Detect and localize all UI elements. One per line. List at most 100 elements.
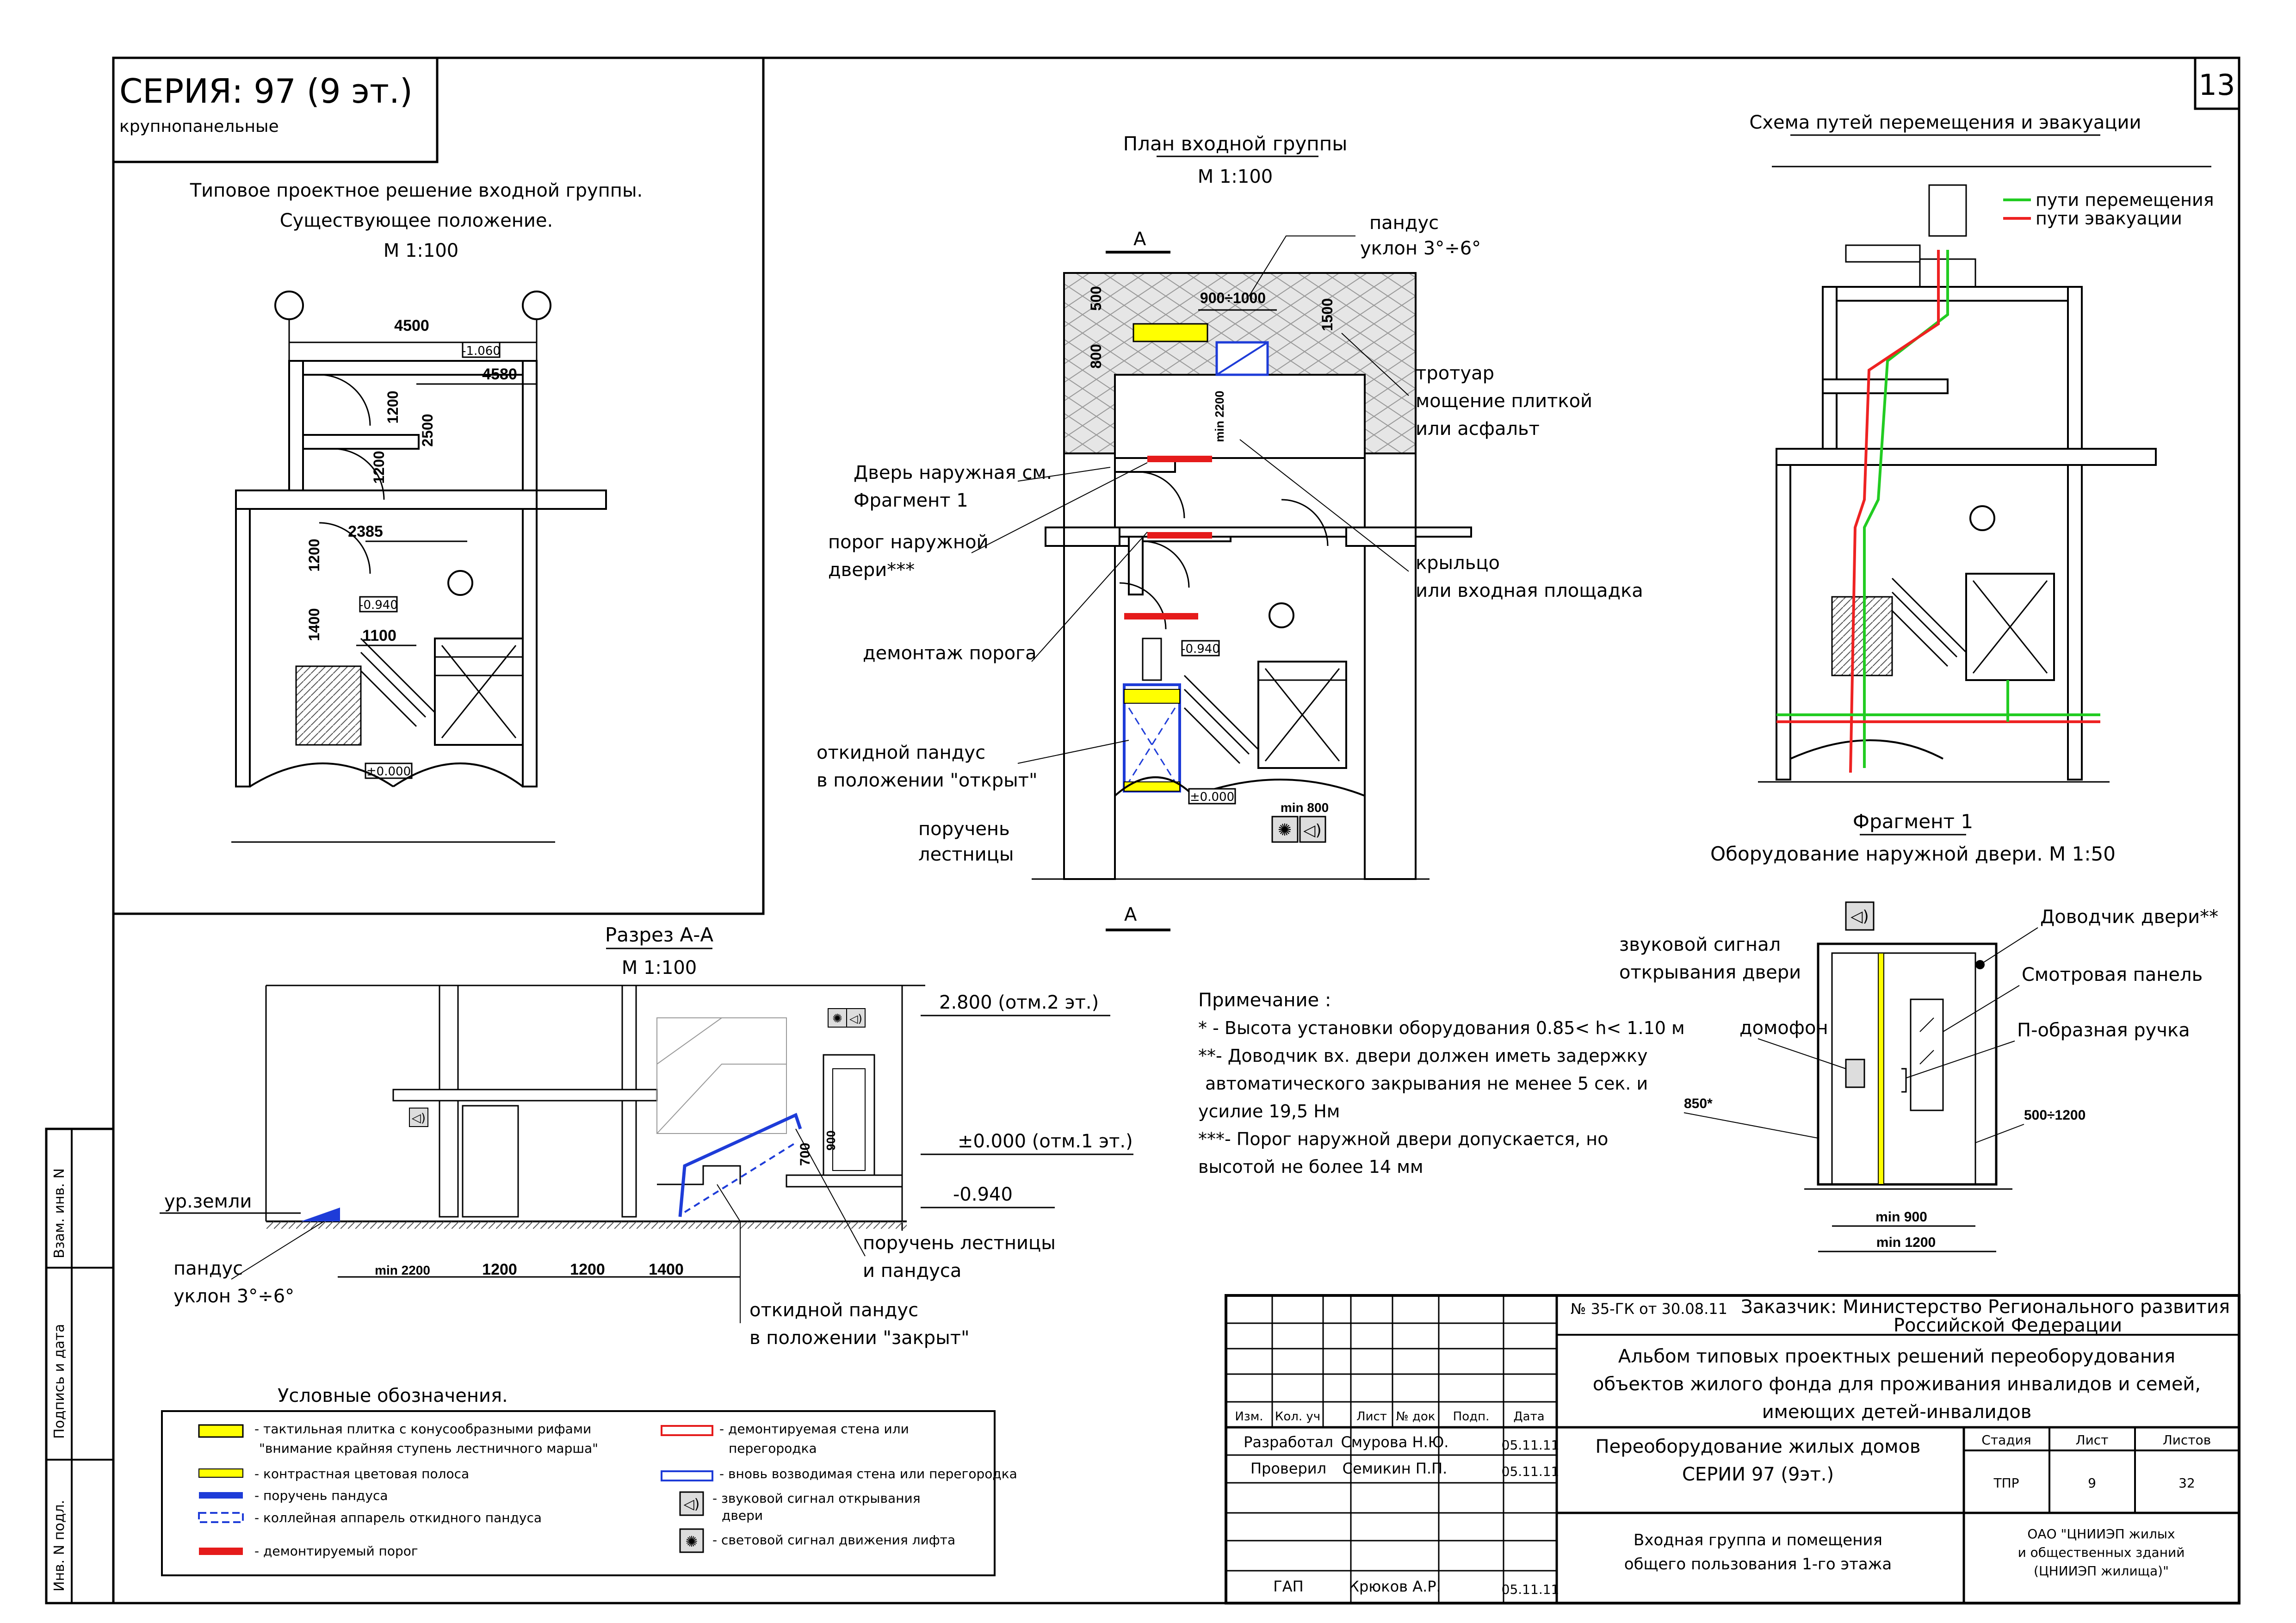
section-label-ramp-2: уклон 3°÷6° <box>173 1286 294 1307</box>
tb-head-izm: Изм. <box>1235 1410 1263 1424</box>
legend-item-1-line-2: "внимание крайняя ступень лестничного ма… <box>259 1441 598 1456</box>
note-2c: усилие 19,5 Нм <box>1198 1101 1340 1121</box>
tb-doc-number: № 35-ГК от 30.08.11 <box>1571 1300 1727 1318</box>
plan-label-fold-1: откидной пандус <box>817 742 985 763</box>
tb-lists-head: Листов <box>2163 1432 2211 1448</box>
tb-org-1: ОАО "ЦНИИЭП жилых <box>2027 1526 2175 1542</box>
note-2a: **- Доводчик вх. двери должен иметь заде… <box>1198 1046 1647 1066</box>
tb-customer-2: Российской Федерации <box>1894 1315 2122 1336</box>
legend-item-9: - световой сигнал движения лифта <box>712 1532 955 1548</box>
stamp-inv-label: Инв. N подл. <box>51 1500 68 1592</box>
page-number: 13 <box>2199 68 2235 102</box>
tb-name-checker: Семикин П.П. <box>1343 1460 1448 1477</box>
tb-object-2: СЕРИИ 97 (9эт.) <box>1682 1464 1834 1485</box>
dim-1200-b: 1200 <box>371 451 387 483</box>
plan-dim-900-1000: 900÷1000 <box>1200 290 1266 306</box>
tb-org-3: (ЦНИИЭП жилища)" <box>2034 1563 2169 1579</box>
dim-1100: 1100 <box>362 627 396 644</box>
legend-item-8-line-1: - звуковой сигнал открывания <box>712 1491 921 1506</box>
legend-item-2: - контрастная цветовая полоса <box>254 1466 469 1481</box>
plan-label-porch-1: крыльцо <box>1416 552 1500 574</box>
tb-head-ndok: № док <box>1396 1410 1436 1424</box>
section-speaker-icon: ◁) <box>849 1012 862 1025</box>
plan-dim-1500: 1500 <box>1319 298 1336 331</box>
section-dim-1400: 1400 <box>649 1261 684 1278</box>
section-dim-1200-a: 1200 <box>482 1261 517 1278</box>
fragment-label-intercom: домофон <box>1739 1017 1828 1039</box>
legend-light-icon: ✺ <box>686 1533 698 1550</box>
tb-album-2: объектов жилого фонда для проживания инв… <box>1593 1374 2201 1395</box>
section-mark-top: А <box>1133 229 1146 250</box>
existing-plan: Типовое проектное решение входной группы… <box>190 180 643 843</box>
legend-item-6-line-1: - демонтируемая стена или <box>719 1421 909 1437</box>
legend-item-5: - демонтируемый порог <box>254 1543 418 1559</box>
legend-item-3: - поручень пандуса <box>254 1488 388 1503</box>
plan-label-demont: демонтаж порога <box>863 643 1037 664</box>
tb-role-checker: Проверил <box>1250 1460 1326 1477</box>
dim-1200-c: 1200 <box>306 539 322 571</box>
section-label-rail-2: и пандуса <box>863 1260 961 1282</box>
fragment-dim-min900: min 900 <box>1875 1209 1927 1225</box>
plan-dim-800: 800 <box>1088 344 1104 368</box>
plan-dim-min800: min 800 <box>1281 800 1329 815</box>
fragment-dim-500-1200: 500÷1200 <box>2024 1108 2086 1123</box>
fragment-dim-850: 850* <box>1684 1096 1713 1111</box>
section-label-rail-1: поручень лестницы <box>863 1233 1056 1254</box>
fragment-title: Фрагмент 1 <box>1853 810 1973 833</box>
scheme-legend-evac: пути эвакуации <box>2036 208 2182 229</box>
plan-sound-signal-icon: ◁) <box>1303 821 1321 840</box>
plan-label-walk-2: мощение плиткой <box>1416 390 1592 412</box>
plan-label-sill-2: двери*** <box>828 559 915 581</box>
dim-4580: 4580 <box>482 365 517 383</box>
legend-item-8-line-2: двери <box>722 1508 763 1523</box>
notes-title: Примечание : <box>1198 990 1331 1011</box>
tb-head-list: Лист <box>1356 1410 1387 1424</box>
section-label-fold-1: откидной пандус <box>749 1300 918 1321</box>
section-mark-bottom: А <box>1124 904 1137 925</box>
plan-label-ramp-2: уклон 3°÷6° <box>1360 238 1481 259</box>
fragment-dim-min1200: min 1200 <box>1876 1235 1936 1250</box>
scheme-legend-move: пути перемещения <box>2036 190 2214 210</box>
note-2b: автоматического закрывания не менее 5 се… <box>1205 1073 1648 1094</box>
fragment-label-panel: Смотровая панель <box>2022 964 2203 985</box>
plan-label-rail-2: лестницы <box>918 844 1014 865</box>
tb-customer-1: Заказчик: Министерство Регионального раз… <box>1741 1296 2230 1318</box>
sheet-frame <box>112 56 2240 1604</box>
tb-lists-value: 32 <box>2178 1475 2195 1491</box>
path-move <box>1863 250 1949 768</box>
plan-label-porch-2: или входная площадка <box>1416 580 1643 601</box>
section-aa: Разрез А-А М 1:100 ◁) ✺ ◁) 2.800 (отм.2 … <box>160 923 1133 1349</box>
tb-role-developer: Разработал <box>1244 1433 1333 1451</box>
tb-head-data: Дата <box>1513 1410 1544 1424</box>
tb-sheet-1: Входная группа и помещения <box>1634 1531 1882 1549</box>
fragment-label-closer: Доводчик двери** <box>2040 906 2218 928</box>
section-label-ramp-1: пандус <box>173 1258 243 1279</box>
plan-dim-minus0940: -0.940 <box>1181 642 1220 656</box>
side-stamp: Взам. инв. N Подпись и дата Инв. N подл. <box>45 1127 115 1604</box>
tb-role-gap: ГАП <box>1273 1578 1303 1595</box>
section-level-minus: -0.940 <box>953 1184 1013 1205</box>
plan-label-door-2: Фрагмент 1 <box>854 490 968 511</box>
fragment-label-sound-1: звуковой сигнал <box>1619 934 1781 955</box>
note-3a: ***- Порог наружной двери допускается, н… <box>1198 1129 1608 1149</box>
series-subtitle: крупнопанельные <box>119 117 279 136</box>
series-title: СЕРИЯ: 97 (9 эт.) <box>119 72 413 111</box>
scheme-title: Схема путей перемещения и эвакуации <box>1749 112 2141 133</box>
tb-date-checker: 05.11.11 <box>1502 1464 1560 1479</box>
plan-label-walk-3: или асфальт <box>1416 418 1540 440</box>
dim-zero: ±0.000 <box>366 765 411 779</box>
fragment-label-handle: П-образная ручка <box>2017 1020 2190 1041</box>
tb-album-1: Альбом типовых проектных решений переобо… <box>1618 1346 2175 1367</box>
dim-4500: 4500 <box>394 317 429 335</box>
notes: Примечание : * - Высота установки оборуд… <box>1198 990 1685 1177</box>
dim-1200-a: 1200 <box>384 390 401 423</box>
fragment-subtitle: Оборудование наружной двери. М 1:50 <box>1710 842 2116 865</box>
tb-name-developer: Смурова Н.Ю. <box>1341 1433 1449 1451</box>
legend-item-4: - коллейная аппарель откидного пандуса <box>254 1510 542 1525</box>
tb-org-2: и общественных зданий <box>2018 1545 2185 1560</box>
plan-label-door-1: Дверь наружная см. <box>854 462 1052 483</box>
section-label-ground: ур.земли <box>164 1191 252 1212</box>
tb-stage-value: ТПР <box>1993 1475 2019 1491</box>
legend-sound-icon: ◁) <box>684 1496 700 1512</box>
existing-title-2: Существующее положение. <box>280 210 553 231</box>
